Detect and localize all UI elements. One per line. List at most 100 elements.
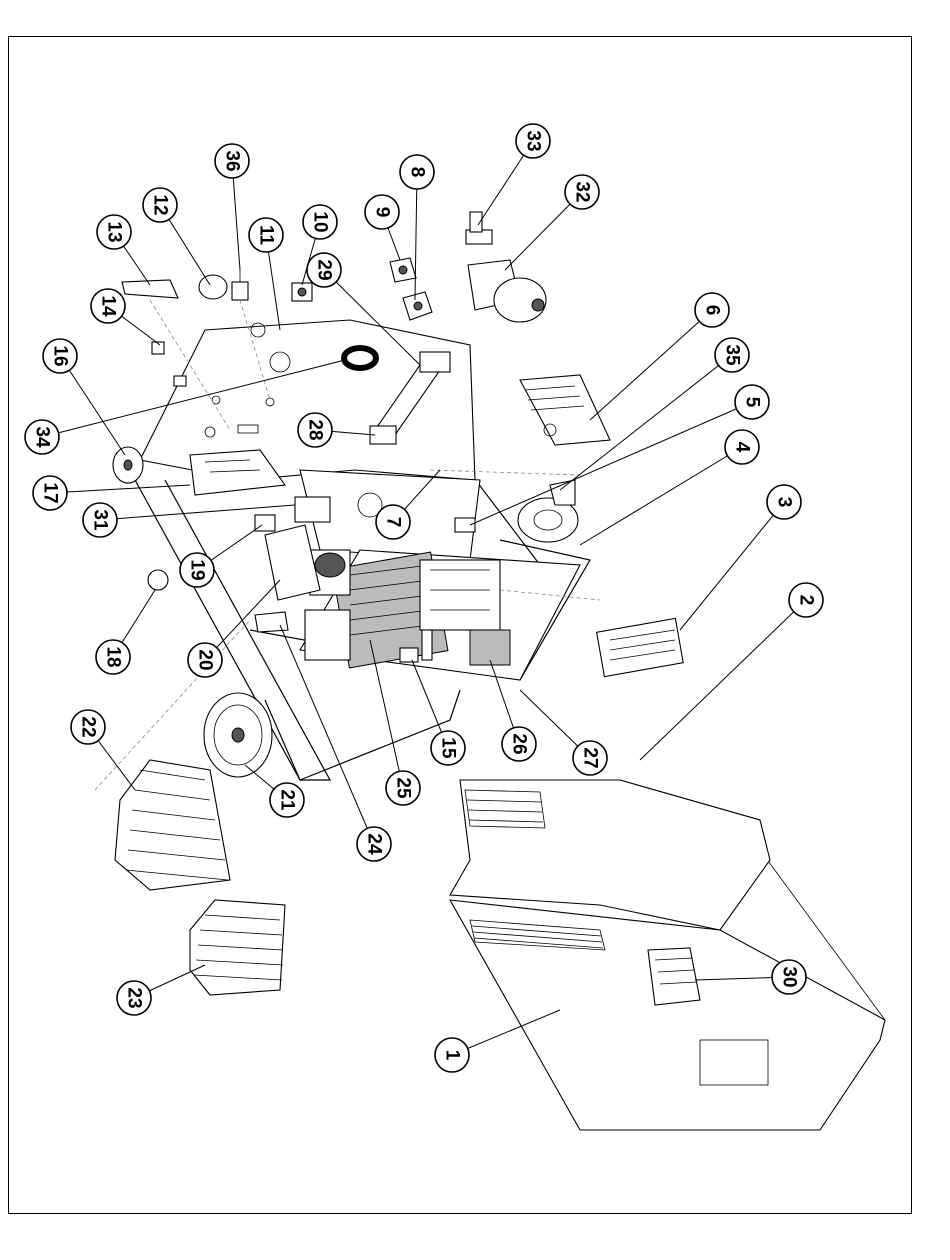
handle-13	[122, 280, 178, 298]
callout-25: 25	[386, 771, 420, 805]
handle-part-30	[648, 948, 700, 1005]
callout-24: 24	[357, 827, 391, 861]
callout-1: 1	[435, 1038, 469, 1072]
knob-9	[390, 258, 416, 282]
callout-18: 18	[96, 640, 130, 674]
callout-16: 16	[43, 339, 77, 373]
switch-36	[232, 270, 248, 300]
callout-36: 36	[215, 144, 249, 178]
callout-11: 11	[249, 218, 283, 252]
choke-3	[597, 618, 684, 676]
wire-feed-motor-32	[468, 260, 546, 322]
callout-19: 19	[180, 553, 214, 587]
socket-10	[292, 283, 312, 301]
callout-number: 12	[150, 194, 171, 215]
callout-31: 31	[83, 503, 117, 537]
callout-number: 17	[40, 482, 61, 503]
callout-number: 7	[383, 517, 404, 528]
spool-holder-35	[518, 480, 578, 542]
callout-12: 12	[143, 188, 177, 222]
callout-number: 34	[32, 426, 53, 448]
callout-number: 26	[509, 733, 530, 754]
callout-number: 6	[702, 305, 723, 316]
callout-number: 19	[187, 559, 208, 580]
callout-number: 30	[779, 966, 800, 987]
transformer-23	[190, 900, 285, 995]
wheel-16	[113, 447, 143, 483]
callout-number: 2	[796, 595, 817, 606]
drive-roller-33	[466, 212, 492, 244]
callout-13: 13	[97, 215, 131, 249]
wheel-21	[204, 693, 272, 777]
callout-number: 4	[732, 442, 753, 453]
potentiometer-18	[148, 570, 168, 590]
callout-20: 20	[188, 643, 222, 677]
callout-28: 28	[298, 413, 332, 447]
callout-number: 21	[277, 789, 298, 811]
callout-leader-17	[50, 485, 190, 493]
callout-22: 22	[71, 710, 105, 744]
callout-number: 1	[442, 1050, 463, 1061]
callout-26: 26	[502, 727, 536, 761]
callout-14: 14	[91, 289, 125, 323]
callout-number: 29	[314, 259, 335, 280]
callout-number: 16	[50, 345, 71, 366]
callout-33: 33	[516, 124, 550, 158]
callout-2: 2	[789, 583, 823, 617]
callout-17: 17	[33, 476, 67, 510]
transformer-22	[115, 760, 230, 890]
callout-29: 29	[307, 253, 341, 287]
callout-21: 21	[270, 783, 304, 817]
knob-12	[199, 275, 227, 299]
callout-number: 23	[124, 987, 145, 1008]
callout-number: 31	[90, 509, 111, 531]
callout-number: 11	[256, 225, 277, 246]
callout-leader-3	[680, 502, 784, 630]
callout-leader-4	[580, 447, 742, 545]
callout-number: 14	[98, 295, 119, 317]
callout-number: 10	[310, 211, 331, 232]
callout-leader-8	[415, 172, 417, 300]
callout-number: 15	[438, 737, 459, 759]
fuse-holder-14	[152, 342, 186, 386]
relay-19	[255, 515, 275, 531]
callout-32: 32	[565, 175, 599, 209]
callout-number: 20	[195, 649, 216, 670]
callout-27: 27	[573, 741, 607, 775]
callout-4: 4	[725, 430, 759, 464]
callout-number: 28	[305, 419, 326, 440]
callout-3: 3	[767, 485, 801, 519]
callout-number: 35	[722, 344, 743, 366]
callout-number: 32	[572, 181, 593, 202]
callout-number: 13	[104, 221, 125, 242]
callout-number: 25	[393, 777, 414, 799]
callout-number: 27	[580, 747, 601, 768]
callout-15: 15	[431, 731, 465, 765]
switch-5	[455, 518, 475, 532]
callout-number: 24	[364, 833, 385, 855]
board-20	[265, 525, 320, 600]
callout-leader-6	[590, 310, 712, 420]
callout-5: 5	[735, 385, 769, 419]
callout-10: 10	[303, 205, 337, 239]
callout-number: 36	[222, 150, 243, 171]
bracket-24	[255, 612, 288, 632]
knob-8	[403, 292, 432, 320]
callout-number: 3	[774, 497, 795, 508]
callout-number: 9	[372, 207, 393, 218]
callout-number: 33	[523, 130, 544, 151]
callout-number: 8	[407, 167, 428, 178]
callout-6: 6	[695, 293, 729, 327]
callout-number: 5	[742, 397, 763, 408]
callout-23: 23	[117, 981, 151, 1015]
callout-30: 30	[772, 960, 806, 994]
callout-9: 9	[365, 195, 399, 229]
callout-number: 18	[103, 646, 124, 667]
callout-leader-5	[470, 402, 752, 525]
callout-35: 35	[715, 338, 749, 372]
callout-number: 22	[78, 716, 99, 737]
callout-8: 8	[400, 155, 434, 189]
terminal-block-31	[295, 497, 330, 522]
pcb-6	[520, 375, 610, 445]
